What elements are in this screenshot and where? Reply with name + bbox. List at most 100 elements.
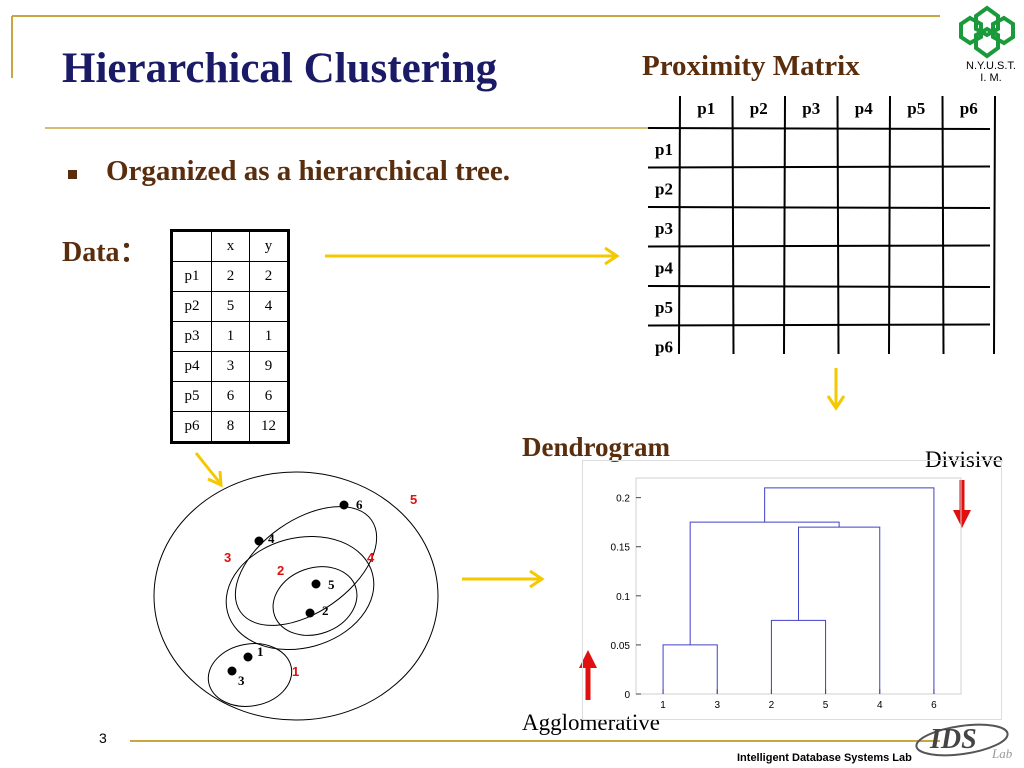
leaf-label: 3: [714, 700, 720, 711]
cluster-5-ellipse: [153, 471, 439, 721]
cluster-label: 1: [292, 664, 299, 679]
y-tick-label: 0.05: [611, 641, 631, 652]
matrix-row-label: p5: [655, 298, 673, 317]
y-tick-label: 0.2: [616, 494, 630, 505]
table-cell: 1: [249, 321, 289, 352]
point-label: 1: [257, 644, 264, 659]
divisive-arrow-icon: [953, 480, 971, 528]
table-cell: 2: [249, 261, 289, 292]
dendrogram-link: [798, 526, 881, 694]
page-title: Hierarchical Clustering: [62, 45, 498, 92]
cluster-label: 5: [410, 492, 417, 507]
dendrogram-frame: [582, 460, 1002, 720]
cluster-3-ellipse: [234, 506, 378, 626]
table-cell: 6: [211, 381, 250, 412]
cluster-label: 2: [277, 563, 284, 578]
dendrogram-link: [662, 644, 718, 694]
table-cell: 6: [249, 381, 289, 412]
matrix-col-label: p3: [802, 99, 820, 118]
bullet-square-icon: [68, 170, 77, 179]
data-point: [339, 500, 349, 510]
agglomerative-arrow-icon: [579, 650, 597, 700]
matrix-col-label: p2: [750, 99, 768, 118]
org-line1: N.Y.U.S.T.: [966, 60, 1016, 72]
leaf-label: 1: [660, 700, 666, 711]
matrix-col-line: [678, 95, 681, 355]
arrow-down-icon: [826, 368, 846, 411]
table-cell: p5: [171, 381, 212, 412]
leaf-label: 5: [823, 700, 829, 711]
y-tick-label: 0.15: [611, 543, 631, 554]
matrix-row-line: [647, 206, 991, 209]
matrix-col-line: [783, 95, 786, 355]
agglomerative-label: Agglomerative: [522, 710, 660, 735]
data-point: [311, 579, 321, 589]
matrix-col-label: p5: [907, 99, 925, 118]
arrow-right-icon: [325, 246, 620, 266]
leaf-label: 2: [769, 700, 775, 711]
dendrogram-link: [689, 521, 840, 645]
table-cell: 9: [249, 351, 289, 382]
proximity-matrix-title: Proximity Matrix: [642, 50, 860, 82]
cluster-1-ellipse: [207, 643, 293, 707]
cluster-label: 4: [367, 550, 375, 565]
point-label: 3: [238, 673, 245, 688]
y-tick-label: 0: [624, 690, 630, 701]
dendrogram-title: Dendrogram: [522, 432, 670, 462]
data-label: Data：: [62, 237, 148, 268]
dendrogram-axes: [635, 477, 962, 695]
bullet-text: Organized as a hierarchical tree.: [106, 155, 511, 187]
data-point: [227, 666, 237, 676]
arrow-right-icon-2: [462, 569, 545, 589]
matrix-row-label: p2: [655, 180, 673, 199]
table-cell: 12: [249, 411, 289, 443]
matrix-row-label: p3: [655, 219, 673, 238]
data-point: [243, 652, 253, 662]
table-cell: p1: [171, 261, 212, 292]
matrix-row-label: p6: [655, 338, 673, 357]
dendrogram-chart: 0 0.05 0.1 0.15 0.2 1 3 2 5 4 6: [582, 460, 1002, 720]
dendrogram-link: [764, 487, 935, 694]
org-line2: I. M.: [980, 72, 1002, 84]
logo-text: IDS: [929, 724, 977, 755]
matrix-col-line: [888, 95, 891, 355]
table-cell: p6: [171, 411, 212, 443]
matrix-col-line: [993, 95, 996, 355]
y-tick-label: 0.1: [616, 592, 630, 603]
matrix-row-line: [647, 127, 991, 130]
table-cell: 8: [211, 411, 250, 443]
matrix-col-label: p6: [960, 99, 978, 118]
matrix-row-label: p1: [655, 140, 673, 159]
point-label: 4: [268, 531, 275, 546]
matrix-col-label: p4: [855, 99, 873, 118]
point-label: 6: [356, 497, 363, 512]
cluster-2-ellipse: [272, 566, 358, 636]
table-cell: p4: [171, 351, 212, 382]
leaf-label: 6: [931, 700, 937, 711]
matrix-row-line: [647, 323, 991, 327]
matrix-col-line: [731, 95, 735, 355]
leaf-label: 4: [877, 700, 883, 711]
divisive-label: Divisive: [925, 447, 1003, 472]
ids-lab-logo-icon: IDS Lab: [915, 723, 1013, 761]
arrow-diagonal-icon: [194, 452, 223, 488]
slide-number: 3: [99, 730, 107, 746]
data-point: [254, 536, 264, 546]
data-table-header-cell: y: [249, 230, 289, 262]
table-cell: p2: [171, 291, 212, 322]
table-cell: 2: [211, 261, 250, 292]
table-cell: 5: [211, 291, 250, 322]
table-cell: p3: [171, 321, 212, 352]
university-logo-icon: [959, 5, 1015, 59]
data-point: [305, 608, 315, 618]
